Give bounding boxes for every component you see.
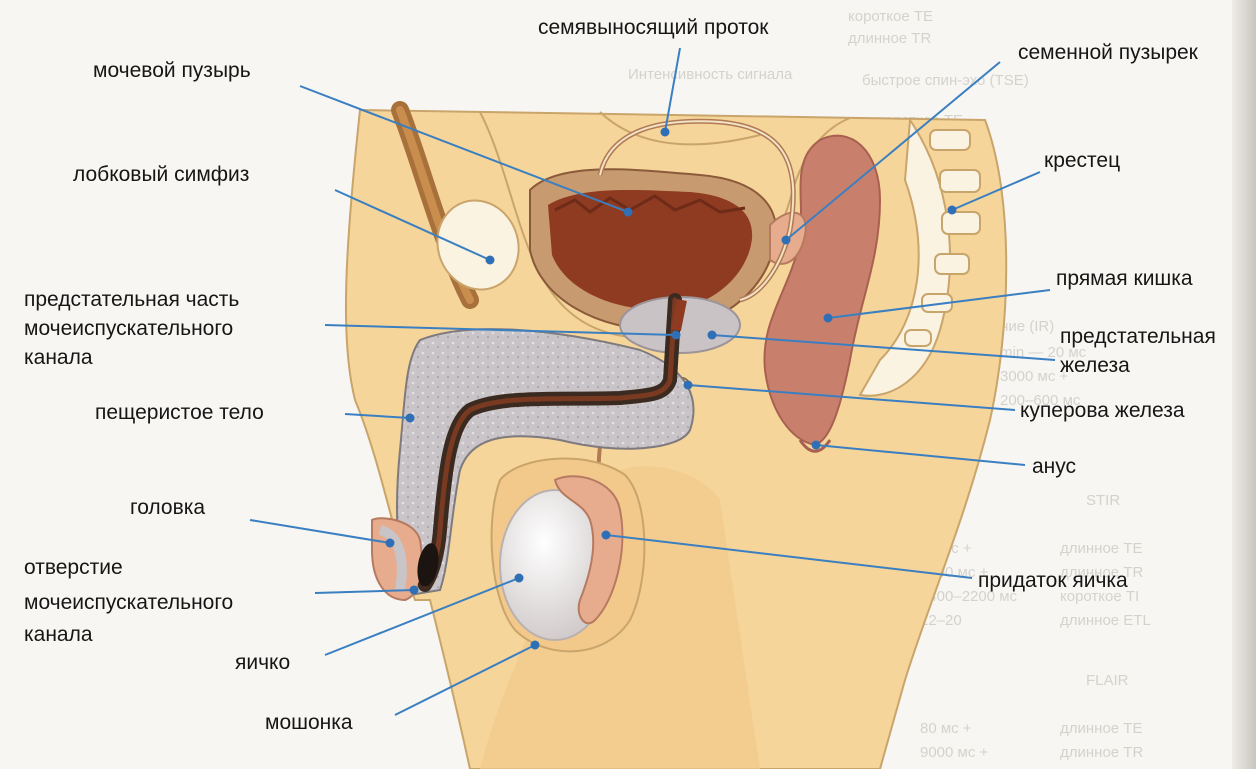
label-prostatic-urethra-3: канала (24, 343, 93, 372)
leader-dot-pubic-symphysis (486, 256, 495, 265)
leader-dot-glans (386, 539, 395, 548)
label-prostatic-urethra-2: мочеиспускательного (24, 314, 233, 343)
leader-dot-prostatic-urethra (672, 331, 681, 340)
leader-glans (250, 520, 390, 543)
label-prostate-2: железа (1060, 351, 1130, 380)
leader-dot-vas-deferens (661, 128, 670, 137)
label-corpus-cavernosum: пещеристое тело (95, 398, 264, 427)
label-vas-deferens: семявыносящий проток (538, 13, 768, 42)
label-prostate-1: предстательная (1060, 322, 1216, 351)
leader-dot-sacrum (948, 206, 957, 215)
label-rectum: прямая кишка (1056, 264, 1193, 293)
leader-dot-rectum (824, 314, 833, 323)
label-cowper-gland: куперова железа (1020, 396, 1185, 425)
label-anus: анус (1032, 452, 1076, 481)
leader-dot-cowper-gland (684, 381, 693, 390)
label-epididymis: придаток яичка (978, 566, 1128, 595)
leader-dot-scrotum (531, 641, 540, 650)
label-scrotum: мошонка (265, 708, 353, 737)
label-seminal-vesicle: семенной пузырек (1018, 38, 1198, 67)
leader-dot-epididymis (602, 531, 611, 540)
leader-dot-urethral-opening (410, 586, 419, 595)
leader-dot-corpus-cavernosum (406, 414, 415, 423)
label-urethral-opening-3: канала (24, 620, 93, 649)
leader-dot-testis (515, 574, 524, 583)
label-sacrum: крестец (1044, 146, 1120, 175)
leader-dot-seminal-vesicle (782, 236, 791, 245)
leader-dot-bladder (624, 208, 633, 217)
label-bladder: мочевой пузырь (93, 56, 251, 85)
label-testis: яичко (235, 648, 290, 677)
label-glans: головка (130, 493, 205, 522)
label-prostatic-urethra-1: предстательная часть (24, 285, 239, 314)
label-urethral-opening-2: мочеиспускательного (24, 588, 233, 617)
leader-dot-anus (812, 441, 821, 450)
label-pubic-symphysis: лобковый симфиз (73, 160, 249, 189)
leader-dot-prostate (708, 331, 717, 340)
label-urethral-opening-1: отверстие (24, 553, 123, 582)
